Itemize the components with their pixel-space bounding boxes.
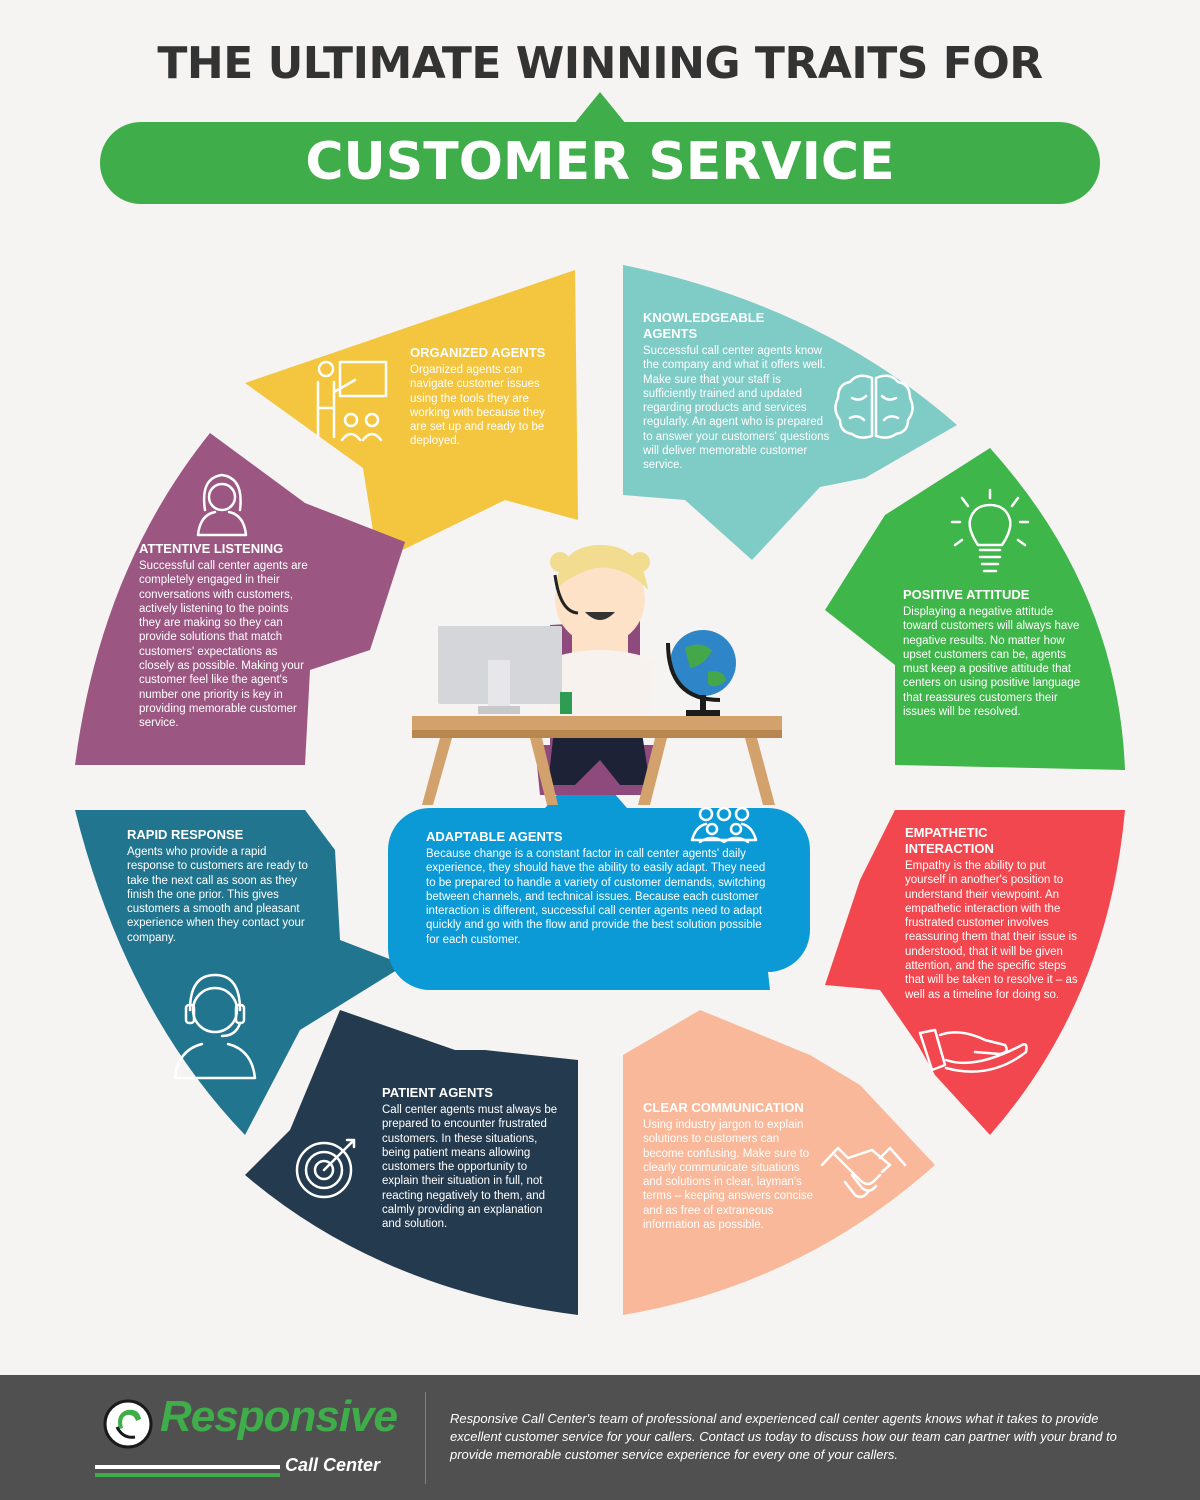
patient-body: Call center agents must always be prepar… (382, 1104, 558, 1231)
patient-heading: PATIENT AGENTS (382, 1085, 493, 1100)
presentation-icon (316, 360, 388, 442)
logo-stripe-green (95, 1473, 280, 1477)
knowledgeable-segment (623, 265, 957, 560)
patient-segment (245, 1010, 578, 1315)
headset-agent-icon (173, 973, 257, 1080)
clear-heading: CLEAR COMMUNICATION (643, 1100, 804, 1115)
patient-text: PATIENT AGENTS Call center agents must a… (382, 1085, 560, 1232)
headset-logo-icon (103, 1399, 153, 1449)
clear-segment (623, 1010, 935, 1315)
organized-heading: ORGANIZED AGENTS (410, 345, 546, 360)
page-title: THE ULTIMATE WINNING TRAITS FOR (157, 38, 1043, 89)
brain-icon (834, 374, 914, 439)
rapid-heading: RAPID RESPONSE (127, 827, 244, 842)
target-icon (295, 1138, 356, 1199)
attentive-heading: ATTENTIVE LISTENING (139, 541, 284, 556)
empathetic-text: EMPATHETIC INTERACTION Empathy is the ab… (905, 825, 1083, 1002)
knowledgeable-text: KNOWLEDGEABLE AGENTS Successful call cen… (643, 310, 833, 473)
banner-arrow (574, 92, 626, 124)
positive-heading: POSITIVE ATTITUDE (903, 587, 1030, 602)
footer-divider (425, 1392, 426, 1484)
woman-icon (196, 473, 248, 537)
rapid-text: RAPID RESPONSE Agents who provide a rapi… (127, 827, 309, 945)
clear-text: CLEAR COMMUNICATION Using industry jargo… (643, 1100, 815, 1232)
knowledgeable-body: Successful call center agents know the c… (643, 345, 830, 472)
positive-body: Displaying a negative attitude toward cu… (903, 606, 1081, 719)
attentive-segment (75, 433, 405, 765)
footer-text: Responsive Call Center's team of profess… (450, 1411, 1117, 1462)
page-subtitle: CUSTOMER SERVICE (305, 132, 895, 192)
organized-text: ORGANIZED AGENTS Organized agents can na… (410, 345, 560, 449)
attentive-body: Successful call center agents are comple… (139, 560, 308, 730)
agent-illustration (412, 545, 782, 805)
adaptable-body: Because change is a constant factor in c… (426, 848, 766, 946)
organized-body: Organized agents can navigate customer i… (410, 364, 545, 448)
logo-stripe-white (95, 1465, 280, 1469)
positive-segment (825, 448, 1125, 770)
open-hand-icon (918, 1028, 1028, 1073)
organized-segment (245, 270, 578, 562)
rapid-body: Agents who provide a rapid response to c… (127, 846, 308, 944)
lightbulb-icon (950, 488, 1030, 573)
clear-body: Using industry jargon to explain solutio… (643, 1119, 814, 1232)
adaptable-text: ADAPTABLE AGENTS Because change is a con… (426, 829, 778, 947)
footer: Responsive Call Center Responsive Call C… (0, 1375, 1200, 1500)
logo-wordmark: Responsive (160, 1392, 398, 1441)
empathetic-segment (825, 810, 1125, 1135)
adaptable-heading: ADAPTABLE AGENTS (426, 829, 563, 844)
attentive-text: ATTENTIVE LISTENING Successful call cent… (139, 541, 311, 731)
empathetic-heading: EMPATHETIC INTERACTION (905, 825, 994, 856)
rapid-segment (75, 810, 405, 1135)
empathetic-body: Empathy is the ability to put yourself i… (905, 860, 1078, 1001)
handshake-icon (820, 1146, 907, 1199)
title-banner (100, 122, 1100, 204)
logo-subtitle: Call Center (285, 1455, 381, 1475)
team-icon (690, 806, 758, 844)
knowledgeable-heading: KNOWLEDGEABLE AGENTS (643, 310, 765, 341)
positive-text: POSITIVE ATTITUDE Displaying a negative … (903, 587, 1081, 719)
